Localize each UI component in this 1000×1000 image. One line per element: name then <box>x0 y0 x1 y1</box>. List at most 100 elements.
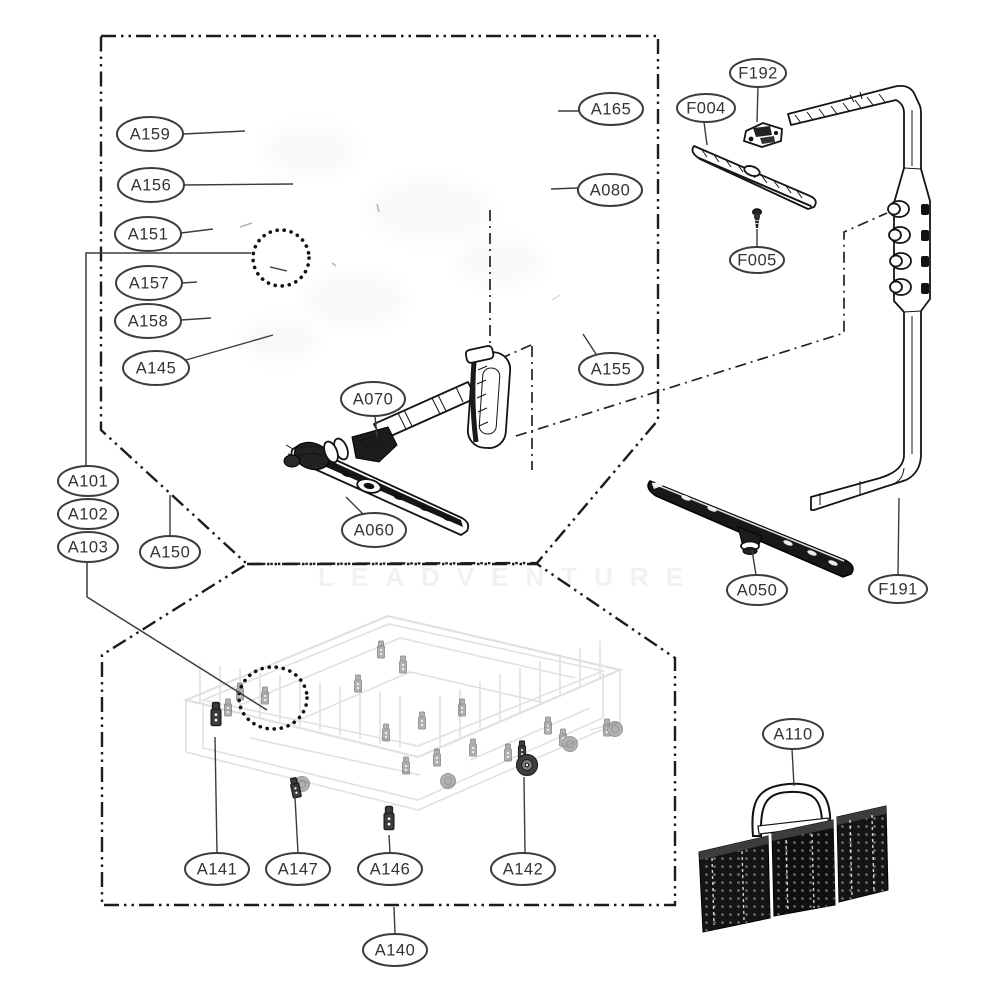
part-label-ellipse-A145[interactable] <box>122 350 190 386</box>
leader-line-A050 <box>751 549 757 576</box>
part-label-A146[interactable]: A146 <box>357 852 423 886</box>
callout-circle-upper <box>251 228 311 288</box>
tube-nozzles <box>887 200 912 296</box>
part-label-A155[interactable]: A155 <box>578 352 644 386</box>
part-label-A165[interactable]: A165 <box>578 92 644 126</box>
callout-circle-upper-mark <box>269 266 288 272</box>
part-label-ellipse-A103[interactable] <box>57 531 119 563</box>
part-label-text-F004: F004 <box>686 100 726 118</box>
part-label-text-A070: A070 <box>353 391 394 409</box>
part-label-F191[interactable]: F191 <box>868 574 928 604</box>
part-label-ellipse-A156[interactable] <box>117 167 185 203</box>
lower-rack-ghost <box>182 614 624 811</box>
part-label-text-A150: A150 <box>150 544 191 562</box>
part-label-ellipse-A101[interactable] <box>57 465 119 497</box>
part-label-ellipse-A140[interactable] <box>362 933 428 967</box>
elbow-bracket <box>464 345 512 449</box>
part-label-ellipse-A147[interactable] <box>265 852 331 886</box>
part-label-ellipse-A157[interactable] <box>115 265 183 301</box>
part-label-A141[interactable]: A141 <box>184 852 250 886</box>
part-label-ellipse-A151[interactable] <box>114 216 182 252</box>
part-label-A142[interactable]: A142 <box>490 852 556 886</box>
part-label-ellipse-A102[interactable] <box>57 498 119 530</box>
part-label-A102[interactable]: A102 <box>57 498 119 530</box>
part-label-A150[interactable]: A150 <box>139 535 201 569</box>
part-label-text-A060: A060 <box>354 522 395 540</box>
part-label-A159[interactable]: A159 <box>116 116 184 152</box>
spray-arm-lower <box>647 480 854 578</box>
stray-marks <box>239 203 561 301</box>
part-label-A140[interactable]: A140 <box>362 933 428 967</box>
part-label-ellipse-A142[interactable] <box>490 852 556 886</box>
tube-side-tabs <box>921 204 929 294</box>
part-label-text-A151: A151 <box>128 226 169 244</box>
part-label-A156[interactable]: A156 <box>117 167 185 203</box>
callout-circle-lower <box>237 665 309 731</box>
part-label-text-A146: A146 <box>370 861 411 879</box>
part-label-A147[interactable]: A147 <box>265 852 331 886</box>
spray-arm-top <box>691 145 817 210</box>
rack-clip-parts <box>224 640 623 792</box>
part-label-ellipse-F191[interactable] <box>868 574 928 604</box>
part-label-text-A157: A157 <box>129 275 170 293</box>
part-label-ellipse-A141[interactable] <box>184 852 250 886</box>
spray-arm-middle <box>285 443 470 536</box>
part-label-ellipse-A080[interactable] <box>577 173 643 207</box>
part-label-text-F005: F005 <box>737 252 777 270</box>
part-label-text-A165: A165 <box>591 101 632 119</box>
leader-line-F191 <box>897 497 900 576</box>
part-label-A157[interactable]: A157 <box>115 265 183 301</box>
part-label-ellipse-A158[interactable] <box>114 303 182 339</box>
leader-line-A140 <box>393 906 396 934</box>
part-label-text-A147: A147 <box>278 861 319 879</box>
part-label-A110[interactable]: A110 <box>762 718 824 750</box>
part-label-text-A103: A103 <box>68 539 109 557</box>
part-label-A151[interactable]: A151 <box>114 216 182 252</box>
part-label-text-A155: A155 <box>591 361 632 379</box>
part-label-text-A102: A102 <box>68 506 109 524</box>
rack-clip-a141 <box>210 701 222 727</box>
leader-line-A080 <box>550 187 579 190</box>
part-label-ellipse-A146[interactable] <box>357 852 423 886</box>
part-label-A050[interactable]: A050 <box>726 574 788 606</box>
leader-line-A146 <box>388 834 391 854</box>
part-label-A101[interactable]: A101 <box>57 465 119 497</box>
part-label-text-A158: A158 <box>128 313 169 331</box>
part-label-ellipse-A165[interactable] <box>578 92 644 126</box>
leader-line-A158 <box>180 317 212 321</box>
part-label-text-A140: A140 <box>375 942 416 960</box>
part-label-ellipse-F192[interactable] <box>729 58 787 88</box>
part-label-A145[interactable]: A145 <box>122 350 190 386</box>
rack-target-parts <box>210 701 539 831</box>
part-label-ellipse-A070[interactable] <box>340 381 406 417</box>
part-label-ellipse-A150[interactable] <box>139 535 201 569</box>
feed-tube-upper <box>283 345 512 471</box>
leader-line-A141 <box>214 736 218 854</box>
leader-line-A157 <box>181 281 198 284</box>
part-label-ellipse-F004[interactable] <box>676 93 736 123</box>
part-label-ellipse-F005[interactable] <box>729 246 785 274</box>
part-label-ellipse-A159[interactable] <box>116 116 184 152</box>
part-label-ellipse-A155[interactable] <box>578 352 644 386</box>
part-label-A103[interactable]: A103 <box>57 531 119 563</box>
part-label-F192[interactable]: F192 <box>729 58 787 88</box>
part-label-A158[interactable]: A158 <box>114 303 182 339</box>
leader-line-A159 <box>182 130 246 135</box>
part-label-F005[interactable]: F005 <box>729 246 785 274</box>
leader-line-A060 <box>345 496 365 516</box>
mount-clip <box>743 122 783 148</box>
part-label-A070[interactable]: A070 <box>340 381 406 417</box>
part-label-F004[interactable]: F004 <box>676 93 736 123</box>
stack-leader-lines <box>85 252 268 711</box>
part-label-A080[interactable]: A080 <box>577 173 643 207</box>
upper-ghost-smudges <box>242 126 542 360</box>
part-label-ellipse-A110[interactable] <box>762 718 824 750</box>
rack-roller-a142 <box>515 740 539 777</box>
part-label-ellipse-A060[interactable] <box>341 512 407 548</box>
part-label-A060[interactable]: A060 <box>341 512 407 548</box>
leader-line-A110 <box>791 748 795 787</box>
part-label-text-A141: A141 <box>197 861 238 879</box>
part-label-ellipse-A050[interactable] <box>726 574 788 606</box>
